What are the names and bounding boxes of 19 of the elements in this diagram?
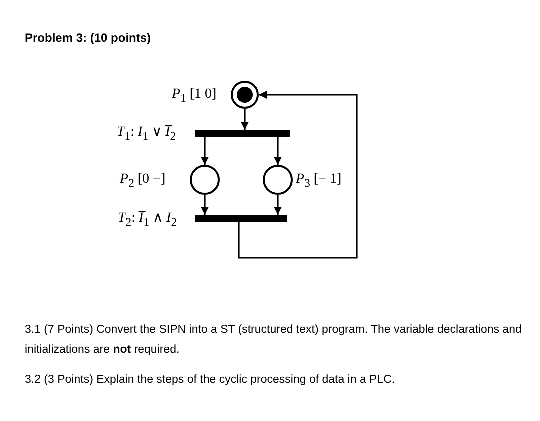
arrow (238, 91, 358, 259)
place-label: P$_{3}$ [− 1] (296, 172, 342, 192)
transition-label: T$_{1}$: I$_{1}$ ∨ I̅$_{2}$ (117, 125, 176, 145)
title: Problem 3: (10 points) (25, 31, 152, 45)
arrow (274, 195, 282, 215)
place-label: P$_{1}$ [1 0] (172, 87, 217, 107)
transition-bar (195, 215, 287, 222)
place-circle (231, 81, 259, 109)
arrow (274, 137, 282, 165)
place-circle (263, 165, 293, 195)
question-text: 3.1 (7 Points) Convert the SIPN into a ST (structured text) program. The variable declarations and initializations are not required. (25, 323, 523, 358)
arrow (201, 195, 209, 215)
arrow (241, 109, 249, 130)
place-label: P$_{2}$ [0 −] (120, 172, 166, 192)
place-circle (190, 165, 220, 195)
question-text: 3.2 (3 Points) Explain the steps of the cyclic processing of data in a PLC. (25, 373, 396, 388)
transition-label: T$_{2}$: I̅$_{1}$ ∧ I$_{2}$ (118, 211, 178, 231)
arrow (201, 137, 209, 165)
transition-bar (195, 130, 290, 137)
